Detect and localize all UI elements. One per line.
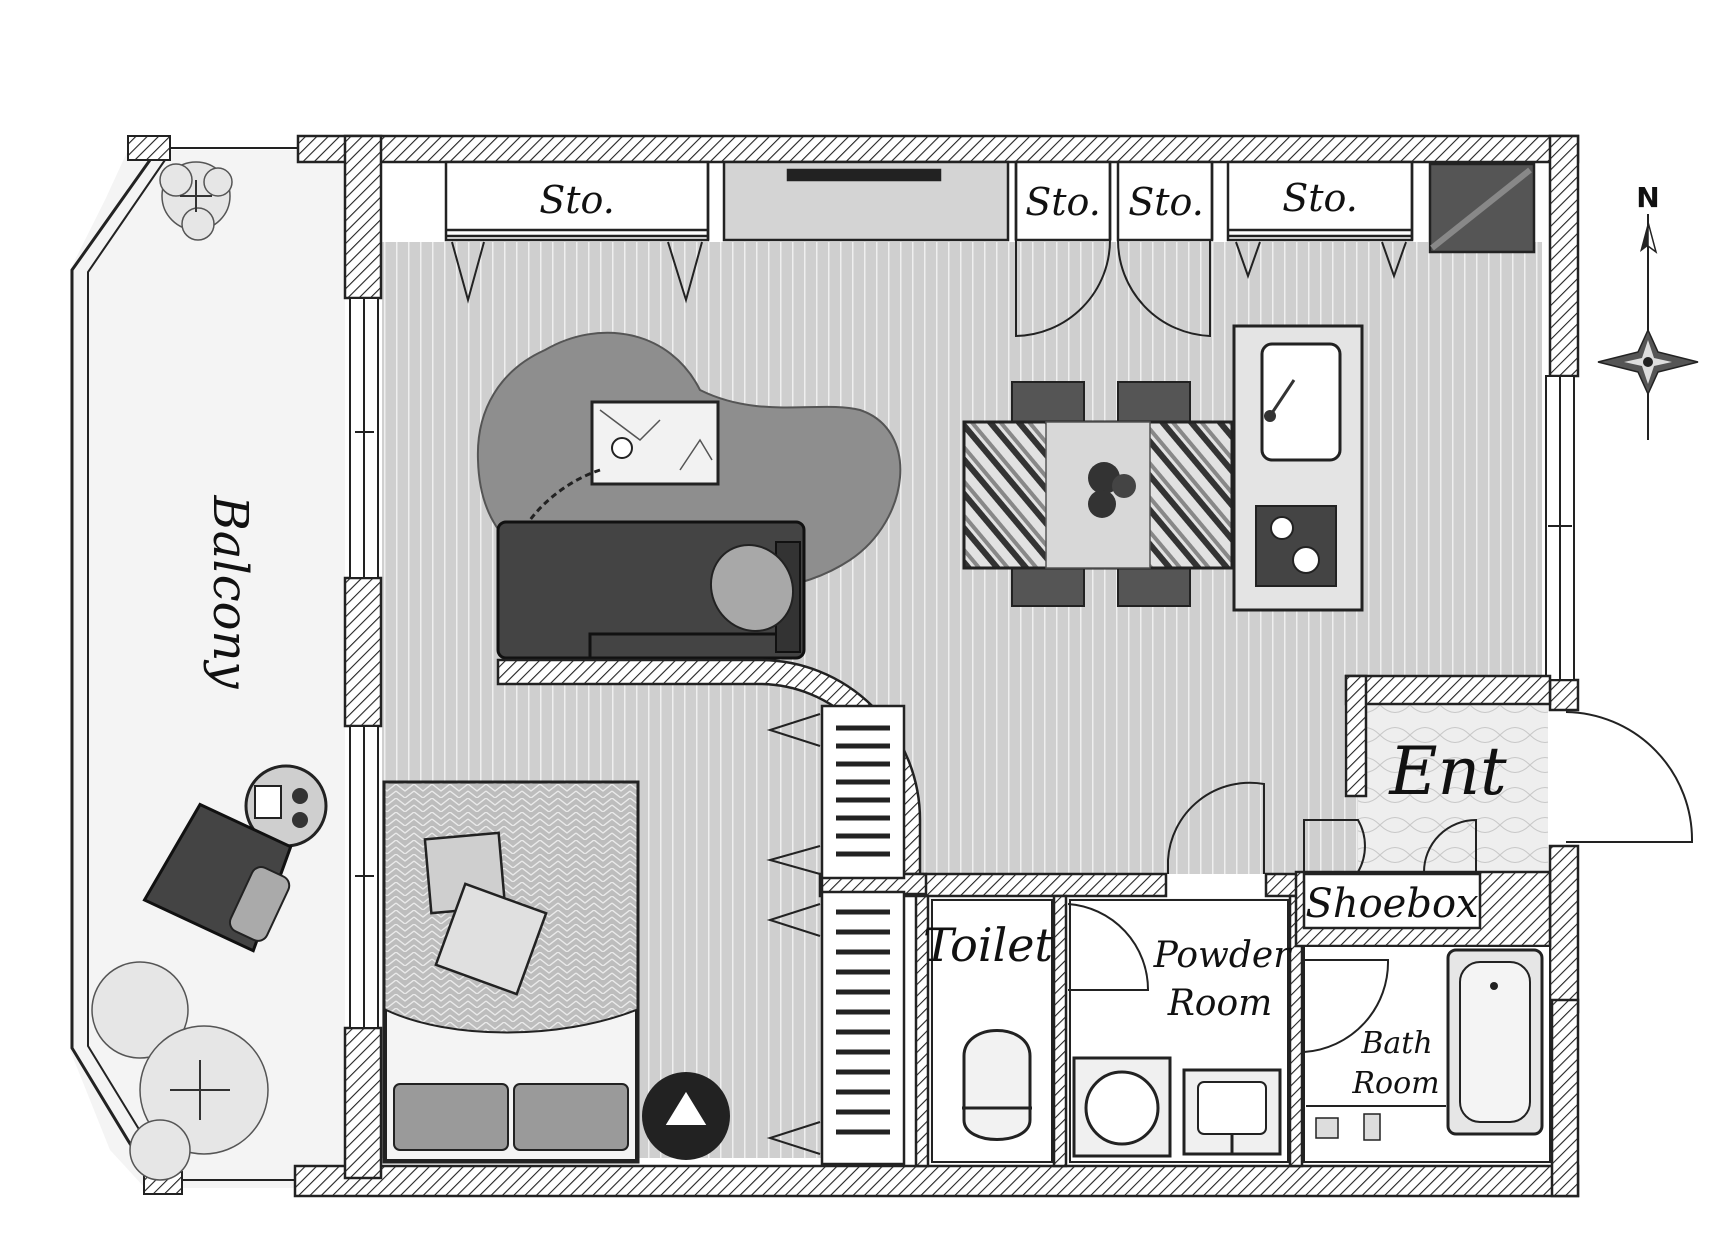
balcony bbox=[70, 135, 345, 1195]
bathroom-fixtures bbox=[1303, 945, 1551, 1163]
coffee-table bbox=[528, 400, 720, 521]
dining-set bbox=[962, 381, 1234, 607]
powder-room-label-line1: Powder bbox=[1153, 935, 1291, 976]
toilet-fixture bbox=[931, 899, 1053, 1163]
balcony-plants bbox=[91, 161, 269, 1181]
storage-closets bbox=[444, 160, 1536, 254]
east-window bbox=[1545, 375, 1575, 681]
toilet-label: Toilet bbox=[923, 918, 1053, 972]
doors bbox=[1067, 711, 1694, 1053]
storage-doors bbox=[451, 239, 1407, 338]
balcony-label: Balcony bbox=[202, 495, 258, 689]
bed bbox=[382, 780, 640, 1164]
balcony-furniture bbox=[142, 764, 328, 953]
storage-label-3: Sto. bbox=[1128, 180, 1204, 224]
shoebox-cabinet bbox=[1302, 872, 1482, 930]
powder-room-label-line2: Room bbox=[1167, 983, 1273, 1024]
bath-room-label-line2: Room bbox=[1352, 1066, 1440, 1101]
storage-label-2: Sto. bbox=[1025, 180, 1101, 224]
entrance-floor bbox=[1358, 700, 1548, 872]
nightstand-lamp bbox=[642, 1072, 730, 1160]
powder-room-fixtures bbox=[1069, 899, 1289, 1163]
wardrobe bbox=[766, 704, 906, 1166]
kitchen-counter bbox=[1232, 324, 1364, 612]
compass-rose-icon bbox=[1597, 214, 1699, 440]
outer-walls bbox=[293, 134, 1580, 1198]
shoebox-label: Shoebox bbox=[1305, 881, 1479, 927]
bath-room-label-line1: Bath bbox=[1361, 1026, 1433, 1061]
storage-label-1: Sto. bbox=[539, 178, 615, 222]
entrance-label: Ent bbox=[1389, 733, 1507, 810]
compass-north-label: N bbox=[1636, 181, 1660, 214]
balcony-windows bbox=[349, 297, 379, 1029]
storage-label-4: Sto. bbox=[1282, 176, 1358, 220]
sofa bbox=[496, 520, 806, 660]
